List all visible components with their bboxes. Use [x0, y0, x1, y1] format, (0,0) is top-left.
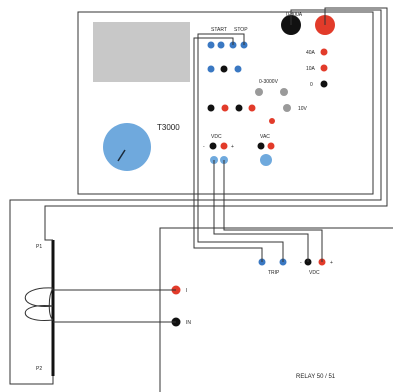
relay-vdc-plus-sign: + [330, 260, 333, 266]
vdc-terminal-red[interactable] [220, 142, 228, 150]
vac-terminal-red[interactable] [267, 142, 275, 150]
range-voltage-label: 0-3000V [259, 79, 279, 85]
wire-primary-return [44, 7, 388, 241]
vdc-label: VDC [211, 134, 222, 140]
aux-terminal-black[interactable] [220, 65, 228, 73]
ct-winding-upper [24, 287, 54, 307]
start-label: START [211, 27, 227, 33]
aux-terminal-blue-2[interactable] [234, 65, 242, 73]
p1-label: P1 [36, 244, 42, 250]
knob-pointer [117, 149, 126, 162]
vac-terminal-blue[interactable] [260, 154, 272, 166]
test-set-panel: T3000 START STOP 0-800A 40A 10A 0 0-3000… [77, 11, 374, 195]
wire-stop-to-trip-1 [193, 37, 263, 262]
lv-terminal-red[interactable] [269, 118, 275, 124]
vdc-terminal-black[interactable] [209, 142, 217, 150]
row-terminal-1[interactable] [207, 104, 215, 112]
terminal-in-label: IN [186, 320, 191, 326]
row-terminal-2[interactable] [221, 104, 229, 112]
relay-vdc-minus-sign: - [300, 260, 302, 266]
range-current-high-label: 0-800A [286, 12, 303, 18]
stop-label: STOP [234, 27, 248, 33]
relay-panel: RELAY 50 / 51 TRIP - + VDC I IN [159, 227, 393, 392]
range-10v-label: 10V [298, 106, 308, 112]
display-screen [93, 22, 190, 82]
start-terminal-2[interactable] [217, 41, 225, 49]
device-name: T3000 [157, 123, 180, 132]
relay-outline [159, 227, 393, 392]
vac-terminal-black[interactable] [257, 142, 265, 150]
relay-vdc-label: VDC [309, 270, 320, 276]
relay-name: RELAY 50 / 51 [296, 374, 336, 380]
current-transformer: P1 P2 [24, 240, 55, 376]
lv-terminal-grey[interactable] [283, 104, 291, 112]
vdc-plus-sign: + [231, 144, 234, 150]
terminal-0[interactable] [320, 80, 328, 88]
row-terminal-4[interactable] [248, 104, 256, 112]
terminal-i-label: I [186, 288, 187, 294]
terminal-10a[interactable] [320, 64, 328, 72]
wire-vdc-minus [213, 160, 309, 262]
range-40a-label: 40A [306, 50, 316, 56]
row-terminal-3[interactable] [235, 104, 243, 112]
wire-vdc-plus [223, 160, 323, 262]
vdc-minus-sign: - [203, 144, 205, 150]
wire-stop-to-trip-2 [197, 33, 284, 262]
vac-label: VAC [260, 134, 270, 140]
wire-primary-high-current [9, 9, 382, 385]
p2-label: P2 [36, 366, 42, 372]
ct-winding-lower [24, 305, 54, 321]
hv-terminal-1[interactable] [255, 88, 263, 96]
adjust-knob[interactable] [103, 123, 151, 171]
start-terminal-1[interactable] [207, 41, 215, 49]
range-10a-label: 10A [306, 66, 316, 72]
hv-terminal-2[interactable] [280, 88, 288, 96]
ct-core [48, 287, 54, 321]
range-0-label: 0 [310, 82, 313, 88]
wiring [9, 7, 388, 385]
terminal-40a[interactable] [320, 48, 328, 56]
aux-terminal-blue-1[interactable] [207, 65, 215, 73]
trip-label: TRIP [268, 270, 280, 276]
